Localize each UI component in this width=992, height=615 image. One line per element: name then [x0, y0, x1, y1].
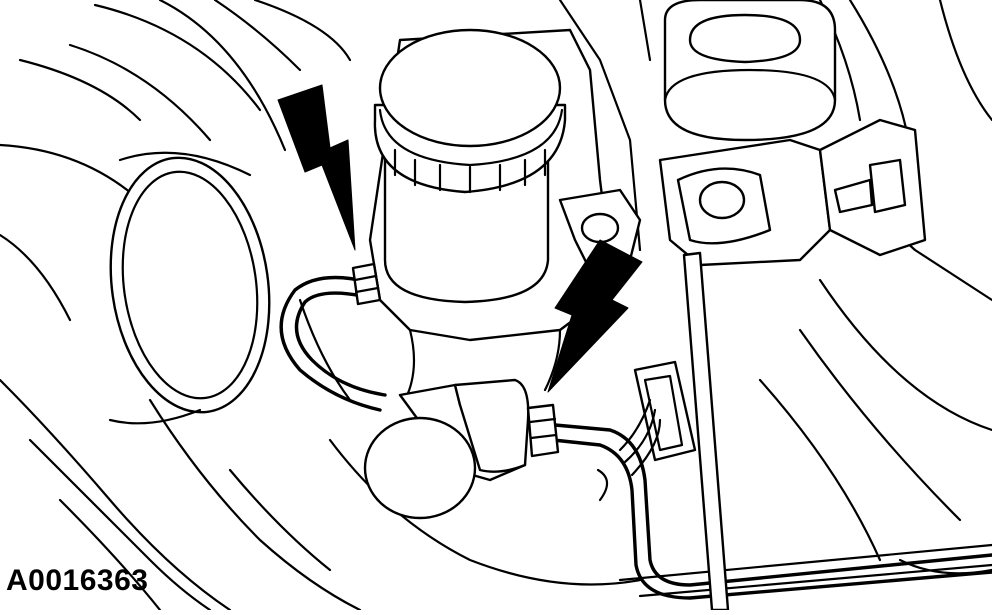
engine-bay-contours	[0, 0, 642, 612]
figure-id-label: A0016363	[6, 564, 149, 597]
brake-fluid-reservoir	[373, 28, 567, 304]
master-cylinder-pipe-nut	[526, 403, 560, 458]
sensor-connector	[596, 360, 697, 502]
pipe-nuts	[351, 262, 560, 458]
mounting-bracket	[658, 118, 927, 267]
intake-duct	[108, 151, 271, 425]
brake-line	[279, 275, 992, 600]
callout-arrows	[277, 84, 643, 393]
master-cylinder-outlet	[363, 378, 530, 520]
arrow-left	[277, 84, 356, 251]
arrow-right	[547, 239, 643, 393]
booster-cap	[663, 0, 837, 142]
reservoir-pipe-nut	[351, 262, 382, 306]
